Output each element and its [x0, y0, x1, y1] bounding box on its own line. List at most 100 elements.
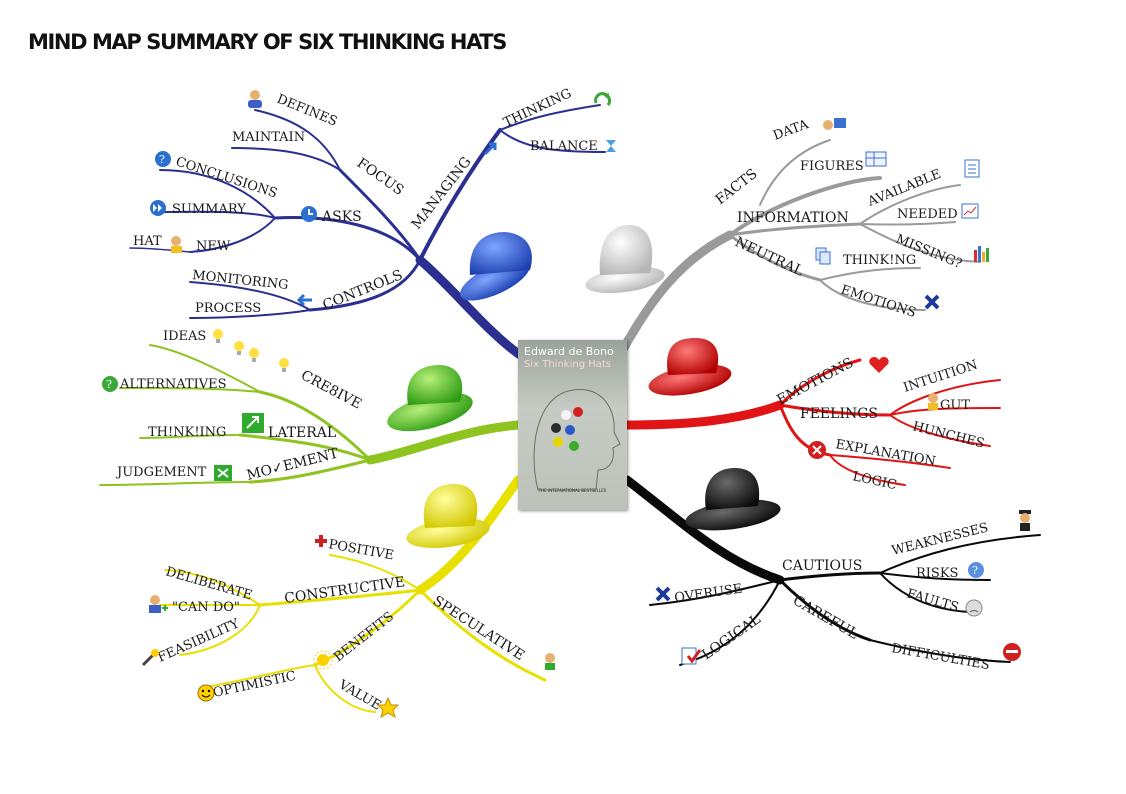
white-hat-labels: FACTS DATA FIGURES INFORMATION AVAILABLE… — [713, 117, 964, 321]
label-risks: RISKS — [916, 566, 958, 581]
svg-text:?: ? — [972, 564, 978, 577]
sad-face-icon — [965, 599, 983, 617]
close-icon — [924, 294, 940, 310]
label-benefits: BENEFITS — [331, 609, 397, 665]
hourglass-icon — [606, 140, 616, 152]
label-overuse: OVERUSE — [673, 582, 743, 606]
black-hat-labels: CAUTIOUS WEAKNESSES RISKS FAULTS CAREFUL… — [673, 520, 990, 673]
lightbulb-icon — [234, 341, 244, 355]
copy-icon — [815, 247, 831, 265]
label-balance: BALANCE — [530, 139, 598, 154]
green-hat — [387, 365, 473, 432]
label-careful: CAREFUL — [790, 593, 861, 643]
checkbox-x-icon — [214, 465, 232, 481]
error-icon — [808, 441, 826, 459]
person-coins-icon — [928, 393, 938, 410]
svg-text:?: ? — [159, 153, 165, 166]
black-hat — [685, 468, 781, 531]
label-ideas: IDEAS — [163, 329, 206, 344]
label-constructive: CONSTRUCTIVE — [283, 574, 406, 607]
label-information: INFORMATION — [737, 210, 849, 226]
person-coins-icon — [171, 236, 182, 253]
question-icon: ? — [102, 376, 118, 392]
heart-icon — [869, 357, 889, 373]
svg-text:?: ? — [106, 378, 112, 391]
white-hat-icons — [815, 118, 989, 310]
green-hat-branch — [99, 344, 523, 486]
smiley-icon — [197, 684, 215, 702]
close-icon — [655, 586, 671, 602]
table-icon — [865, 151, 887, 167]
label-process: PROCESS — [195, 301, 261, 316]
bar-chart-icon — [974, 246, 989, 262]
label-thinking: THINKING — [501, 86, 574, 130]
label-faults: FAULTS — [905, 586, 960, 615]
book-author: Edward de Bono — [524, 345, 614, 358]
yellow-hat-icons — [141, 535, 555, 719]
label-thinking-white: THINK!NG — [843, 253, 916, 268]
label-gut: GUT — [940, 398, 970, 413]
label-intuition: INTUITION — [902, 358, 980, 396]
label-new: NEW — [196, 239, 231, 254]
label-hat: HAT — [133, 234, 162, 249]
lightbulb-icon — [249, 348, 259, 362]
label-emotions-white: EMOTIONS — [839, 283, 918, 321]
label-lateral: LATERAL — [268, 425, 336, 441]
label-monitoring: MONITORING — [192, 268, 290, 293]
label-difficulties: DIFFICULTIES — [890, 641, 991, 673]
label-logic: LOGIC — [851, 469, 898, 493]
label-cautious: CAUTIOUS — [782, 558, 862, 574]
lightbulb-icon — [213, 329, 223, 343]
label-weaknesses: WEAKNESSES — [890, 520, 989, 558]
head-illustration — [533, 389, 621, 491]
label-conclusions: CONCLUSIONS — [174, 155, 279, 202]
white-hat — [585, 225, 665, 294]
label-positive: POSITIVE — [327, 537, 395, 563]
label-defines: DEFINES — [275, 92, 340, 130]
checklist-icon — [681, 647, 702, 665]
plus-icon — [315, 535, 327, 547]
red-hat-icons — [808, 357, 938, 459]
label-logical: LOGICAL — [699, 611, 764, 663]
label-hunches: HUNCHES — [911, 419, 986, 451]
label-judgement: JUDGEMENT — [115, 465, 207, 480]
label-maintain: MAINTAIN — [232, 130, 305, 145]
label-needed: NEEDED — [897, 207, 958, 222]
label-deliberate: DELIBERATE — [164, 564, 254, 603]
yellow-hat — [406, 484, 490, 549]
person-icon — [248, 90, 262, 108]
sun-icon — [313, 650, 333, 670]
label-neutral: NEUTRAL — [732, 234, 805, 280]
book-title: Six Thinking Hats — [524, 359, 611, 370]
page-title: MIND MAP SUMMARY OF SIX THINKING HATS — [28, 30, 507, 54]
question-icon: ? — [155, 151, 171, 167]
red-hat — [648, 338, 732, 396]
stop-sign-icon — [1003, 643, 1021, 661]
label-figures: FIGURES — [800, 159, 864, 174]
blue-hat — [460, 232, 532, 301]
label-optimistic: OPTIMISTIC — [212, 669, 298, 701]
book-cover-image: Edward de Bono Six Thinking Hats THE INT… — [518, 340, 627, 510]
label-thinking-green: TH!NK!ING — [148, 425, 226, 440]
black-hat-icons: ? — [655, 510, 1031, 665]
magic-wand-icon — [141, 649, 159, 667]
lightbulb-icon — [279, 358, 289, 372]
label-explanation: EXPLANATION — [834, 437, 936, 469]
blue-hat-icons: ? — [150, 90, 616, 307]
label-data: DATA — [771, 117, 811, 144]
label-emotions-red: EMOTIONS — [774, 355, 856, 409]
label-summary: SUMMARY — [172, 202, 246, 217]
label-feelings: FEELINGS — [800, 406, 878, 422]
label-available: AVAILABLE — [865, 167, 943, 210]
fast-forward-icon — [150, 200, 166, 216]
refresh-icon — [594, 92, 612, 106]
black-hat-branch — [622, 475, 1041, 666]
green-hat-icons: ? — [102, 329, 289, 481]
white-hat-branch — [615, 139, 981, 360]
label-alternatives: ALTERNATIVES — [119, 377, 227, 392]
arrow-left-icon — [296, 293, 312, 307]
person-chart-icon — [823, 118, 846, 130]
label-creative: CRE8IVE — [298, 367, 364, 412]
